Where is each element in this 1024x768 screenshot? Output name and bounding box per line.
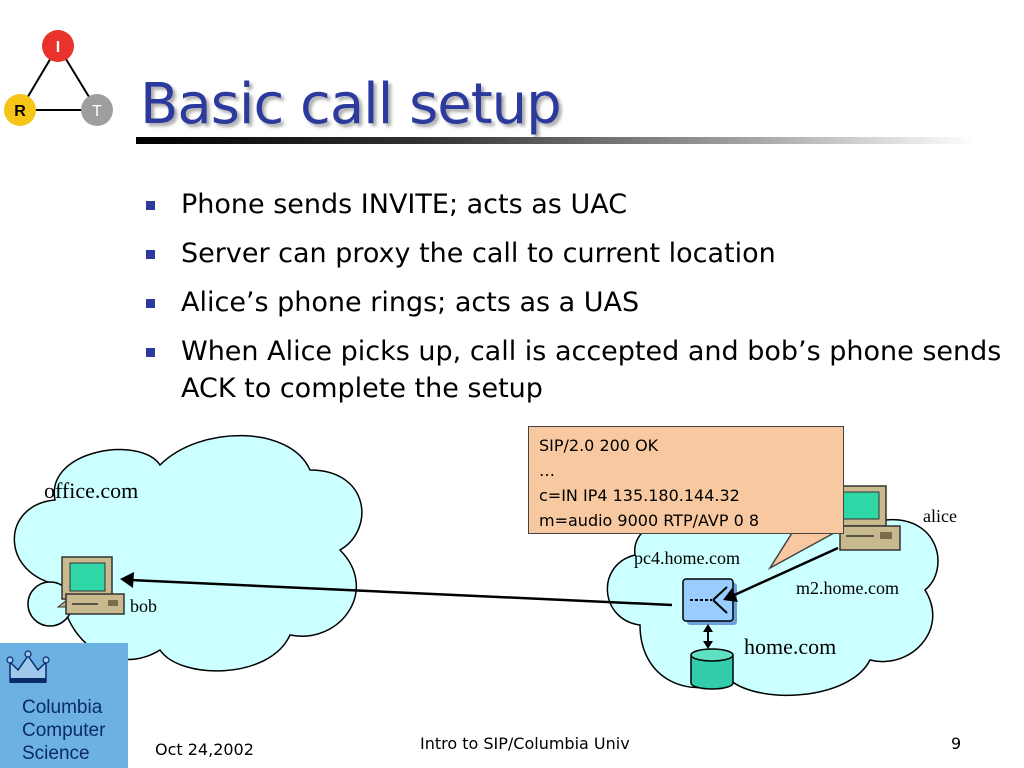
office-domain-label: office.com [44, 478, 138, 503]
bullet-item: When Alice picks up, call is accepted an… [140, 333, 1010, 407]
database-icon [690, 648, 734, 690]
bullet-square-icon [146, 250, 155, 259]
alice-label: alice [923, 506, 957, 526]
org-line: Science [22, 743, 90, 764]
logo-node-r [4, 94, 36, 126]
callout-line: m=audio 9000 RTP/AVP 0 8 [539, 511, 760, 530]
callout-line: … [539, 461, 555, 480]
logo-node-i [42, 30, 74, 62]
bullet-text: Phone sends INVITE; acts as UAC [181, 189, 628, 220]
columbia-logo [0, 643, 128, 768]
footer-date: Oct 24,2002 [155, 740, 254, 759]
bullet-square-icon [146, 299, 155, 308]
home-domain-label: home.com [744, 634, 836, 659]
bullet-text: Server can proxy the call to current loc… [181, 238, 776, 269]
callout-line: c=IN IP4 135.180.144.32 [539, 486, 740, 505]
irt-logo: I R T [4, 30, 113, 126]
logo-letter-i: I [56, 39, 60, 56]
bullet-text: When Alice picks up, call is accepted an… [181, 336, 1002, 404]
bullet-item: Server can proxy the call to current loc… [140, 235, 1010, 272]
office-cloud [13, 434, 363, 672]
server-db-link [703, 624, 713, 649]
alice-computer-icon [835, 485, 901, 551]
logo-letter-r: R [14, 103, 26, 120]
bullet-square-icon [146, 348, 155, 357]
sip-response-callout: SIP/2.0 200 OK … c=IN IP4 135.180.144.32… [528, 426, 844, 534]
crown-icon [6, 650, 50, 683]
org-name: Columbia Computer Science [22, 696, 105, 765]
title-underline [136, 137, 976, 144]
logo-letter-t: T [92, 103, 102, 120]
logo-node-t [81, 94, 113, 126]
org-line: Columbia [22, 697, 103, 718]
response-arrow-to-bob [120, 572, 673, 607]
page-number: 9 [951, 734, 962, 753]
bullet-square-icon [146, 201, 155, 210]
bullet-list: Phone sends INVITE; acts as UAC Server c… [140, 186, 1010, 419]
bob-label: bob [130, 596, 157, 616]
slide-title: Basic call setup [140, 72, 562, 137]
org-line: Computer [22, 720, 106, 741]
bullet-item: Alice’s phone rings; acts as a UAS [140, 284, 1010, 321]
bullet-text: Alice’s phone rings; acts as a UAS [181, 287, 640, 318]
footer-title: Intro to SIP/Columbia Univ [420, 734, 630, 753]
proxy-server-icon [682, 578, 737, 625]
m2-label: m2.home.com [796, 578, 899, 598]
bullet-item: Phone sends INVITE; acts as UAC [140, 186, 1010, 223]
pc4-label: pc4.home.com [634, 548, 740, 568]
response-arrow-from-alice [723, 546, 839, 602]
callout-line: SIP/2.0 200 OK [539, 436, 659, 455]
bob-computer-icon [56, 556, 125, 615]
